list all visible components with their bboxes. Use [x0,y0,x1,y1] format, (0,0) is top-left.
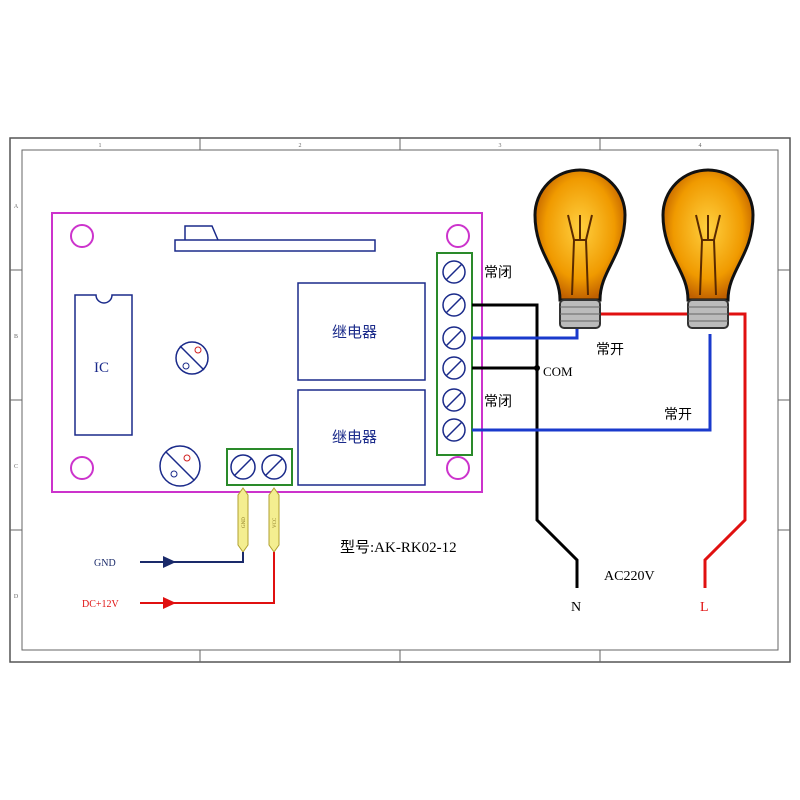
bulb-2-icon [661,168,755,329]
gnd-label: GND [94,558,116,569]
model-label: 型号:AK-RK02-12 [340,539,457,556]
terminal-screw [442,388,466,412]
border-ticks [10,138,790,662]
potentiometer [175,341,209,375]
relay-1-label: 继电器 [332,324,377,341]
gnd-wire [140,552,244,563]
power-terminal-block [226,448,293,486]
row-label: C [14,464,18,470]
terminal-screw [442,260,466,284]
terminal-screw [442,326,466,350]
com-junction [534,365,540,371]
row-label: B [14,334,18,340]
terminal-screw [442,293,466,317]
potentiometer-dot [182,362,190,370]
mounting-holes [70,224,470,480]
antenna-bar [174,239,376,252]
ic-label: IC [94,360,109,376]
neutral-label: N [571,600,581,615]
no2-label: 常开 [664,407,692,423]
live-label: L [700,600,709,615]
power-screws [230,454,287,480]
terminal-screw [442,356,466,380]
column-label: 3 [499,143,502,149]
gnd-pin-label: GND [242,517,247,528]
no2-wire [472,334,712,432]
dc12v-arrow-icon [163,597,176,609]
potentiometer [159,445,201,487]
dc12v-label: DC+12V [82,599,120,610]
potentiometer-dot [183,454,191,462]
potentiometer-dot [194,346,202,354]
output-terminal-block [436,252,473,456]
nc1-label: 常闭 [484,265,512,281]
relay-2 [297,389,426,486]
ic-chip [74,294,133,436]
vcc-pin-label: VCC [273,517,278,528]
gnd-arrow-icon [163,556,176,568]
column-label: 4 [699,143,702,149]
nc2-label: 常闭 [484,394,512,410]
ac220v-label: AC220V [604,569,655,584]
vcc-pin [268,487,280,553]
relay-2-label: 继电器 [332,429,377,446]
dc12v-wire [140,552,275,604]
potentiometer-dot [170,470,178,478]
antenna [184,225,219,241]
no1-label: 常开 [596,342,624,358]
bulb-1-icon [533,168,627,329]
gnd-pin [237,487,249,553]
row-label: D [14,594,19,600]
terminal-screw [442,418,466,442]
relay-board [51,212,483,493]
column-label: 2 [299,143,302,149]
column-label: 1 [99,143,102,149]
terminal-screws [442,260,466,442]
no1-wire [472,326,579,340]
relay-1 [297,282,426,381]
neutral-wire [472,303,579,588]
com-label: COM [543,364,573,379]
row-label: A [14,204,19,210]
